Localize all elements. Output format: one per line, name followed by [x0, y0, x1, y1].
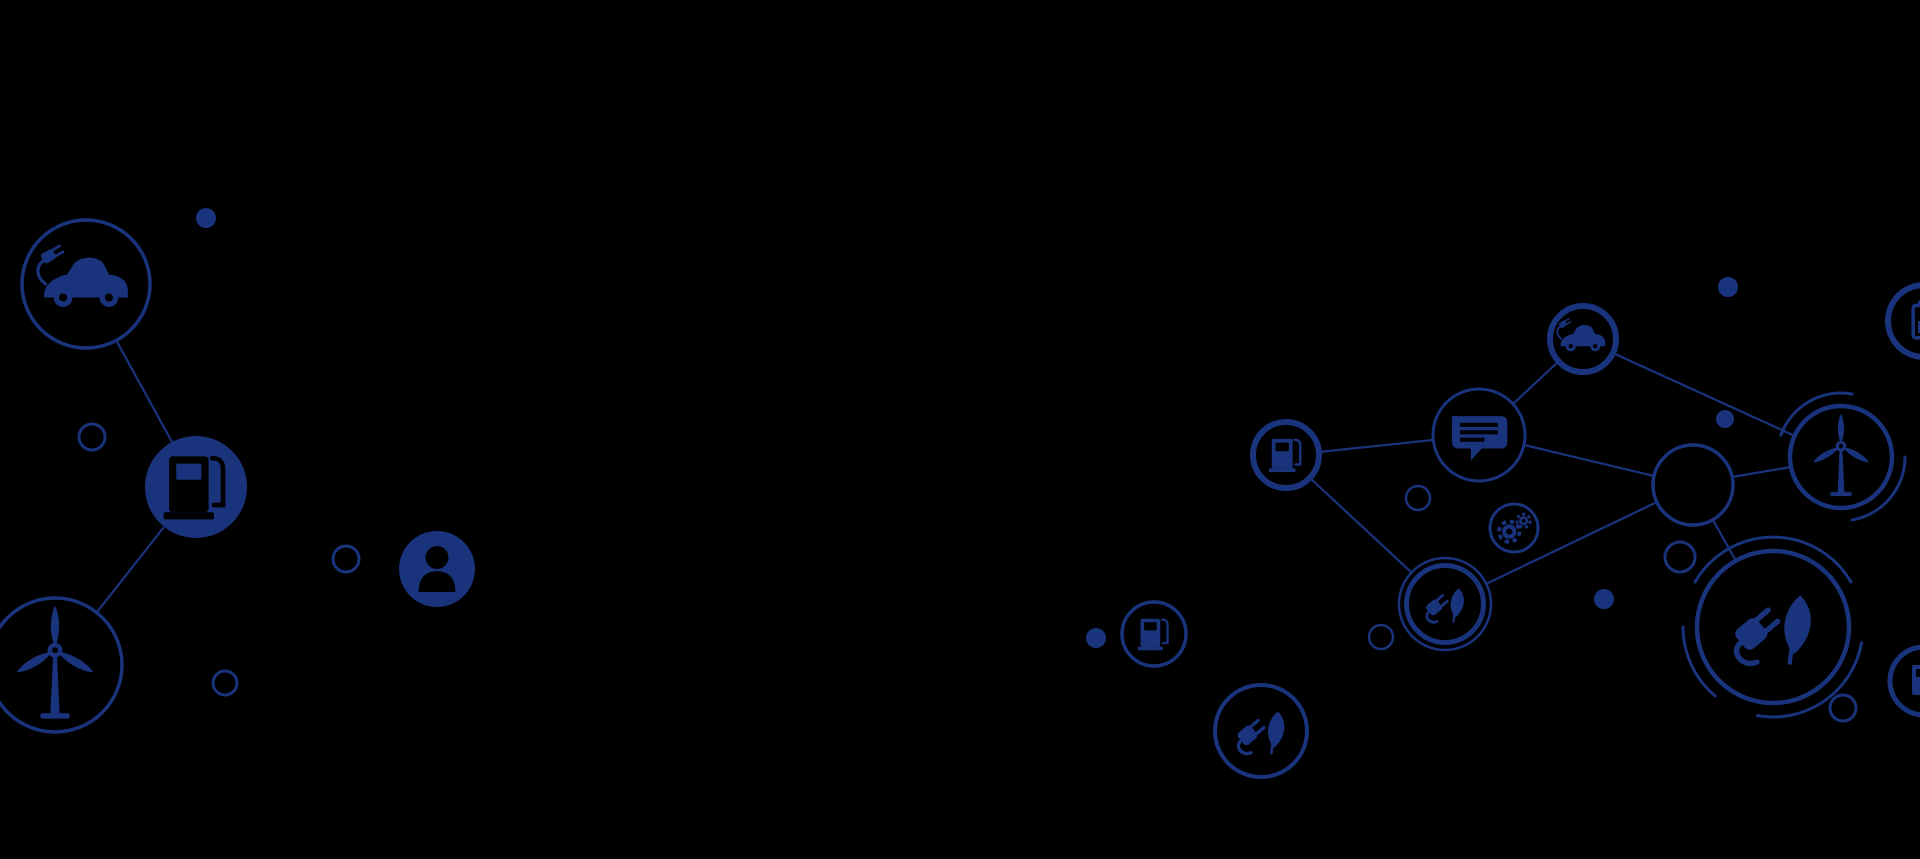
decor-arc [1681, 625, 1717, 698]
node-wind-turbine-left [0, 596, 124, 734]
plug-leaf-icon [1229, 709, 1287, 759]
connector-line [1731, 465, 1792, 479]
connector-line [1612, 351, 1796, 438]
connector-line [1523, 443, 1655, 478]
electric-car-icon [1556, 316, 1607, 353]
node-ev-car-right [1547, 303, 1619, 375]
connector-lines [96, 339, 1796, 613]
node-ev-car-left [20, 218, 152, 350]
node-wind-turbine-right [1779, 391, 1907, 522]
decor-dot [196, 208, 216, 228]
wind-turbine-icon [1811, 413, 1871, 497]
decor-ring [77, 422, 107, 452]
fuel-pump-icon [1267, 437, 1302, 474]
battery-icon [1911, 298, 1920, 340]
decor-dots [196, 208, 1738, 648]
node-gears-right [1488, 502, 1540, 554]
node-empty-right [1651, 443, 1735, 527]
wind-turbine-icon [14, 605, 96, 719]
decor-arc [1755, 641, 1864, 719]
decor-dot [1086, 628, 1106, 648]
decor-ring [1828, 693, 1858, 723]
connector-line [1512, 360, 1560, 405]
decor-ring [331, 544, 361, 574]
decor-arc [1850, 455, 1907, 522]
decor-ring [1404, 484, 1432, 512]
connector-line [115, 339, 173, 443]
decor-ring [1367, 623, 1395, 651]
connector-line [1309, 477, 1412, 573]
plug-leaf-icon [1419, 586, 1466, 627]
decor-arc [1693, 535, 1853, 584]
connector-line [96, 526, 165, 613]
decor-dot [1716, 410, 1734, 428]
node-charger-edge-right [1887, 644, 1920, 718]
chat-bubble-icon [1452, 416, 1508, 461]
connector-line [1485, 501, 1658, 585]
node-fuel-pump-right [1250, 419, 1322, 491]
node-fuel-pump-center [1120, 600, 1188, 668]
decor-ring [1663, 540, 1697, 574]
connector-line [1318, 438, 1434, 454]
plug-leaf-icon [1724, 596, 1811, 670]
connector-line [1712, 519, 1737, 562]
gears-icon [1497, 512, 1533, 544]
decor-ring [211, 669, 239, 697]
decor-rings [77, 422, 1858, 723]
decor-dot [1594, 589, 1614, 609]
node-plug-leaf-right [1397, 556, 1493, 652]
decor-dot [1718, 277, 1738, 297]
node-person-left [399, 531, 475, 607]
decor-arc [1779, 391, 1854, 437]
node-chat-right [1431, 387, 1527, 483]
node-plug-leaf-center [1213, 683, 1309, 779]
electric-car-icon [36, 242, 130, 309]
fuel-pump-icon [1136, 617, 1169, 652]
node-battery-edge-right [1885, 282, 1920, 360]
node-fuel-pump-left [145, 436, 247, 538]
node-plug-leaf-large-right [1681, 535, 1864, 719]
ev-charger-icon [1910, 663, 1920, 697]
